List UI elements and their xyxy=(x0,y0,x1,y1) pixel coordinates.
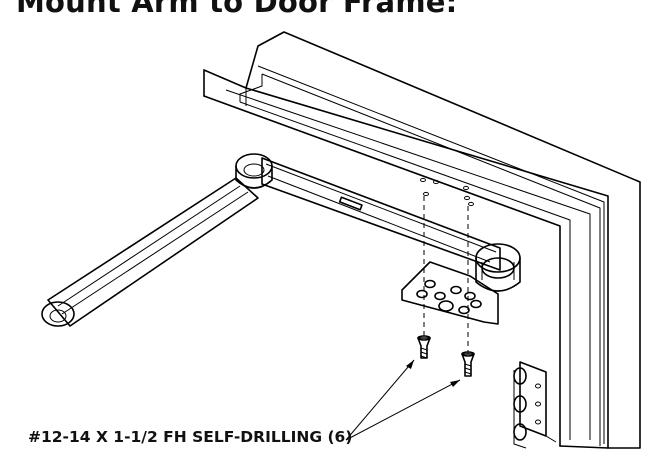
page-title: Mount Arm to Door Frame: xyxy=(16,0,458,19)
alignment-lines xyxy=(423,196,469,354)
callout-leader xyxy=(345,359,461,441)
screw-callout-label: #12-14 X 1-1/2 FH SELF-DRILLING (6) xyxy=(28,428,353,446)
mounting-bracket-icon xyxy=(401,261,499,325)
door-frame-icon xyxy=(203,31,641,449)
screw-icon xyxy=(417,335,431,359)
closer-arm-icon xyxy=(41,153,521,327)
screw-icon xyxy=(461,351,475,377)
hinge-icon xyxy=(513,361,557,449)
mounting-holes xyxy=(420,177,474,207)
